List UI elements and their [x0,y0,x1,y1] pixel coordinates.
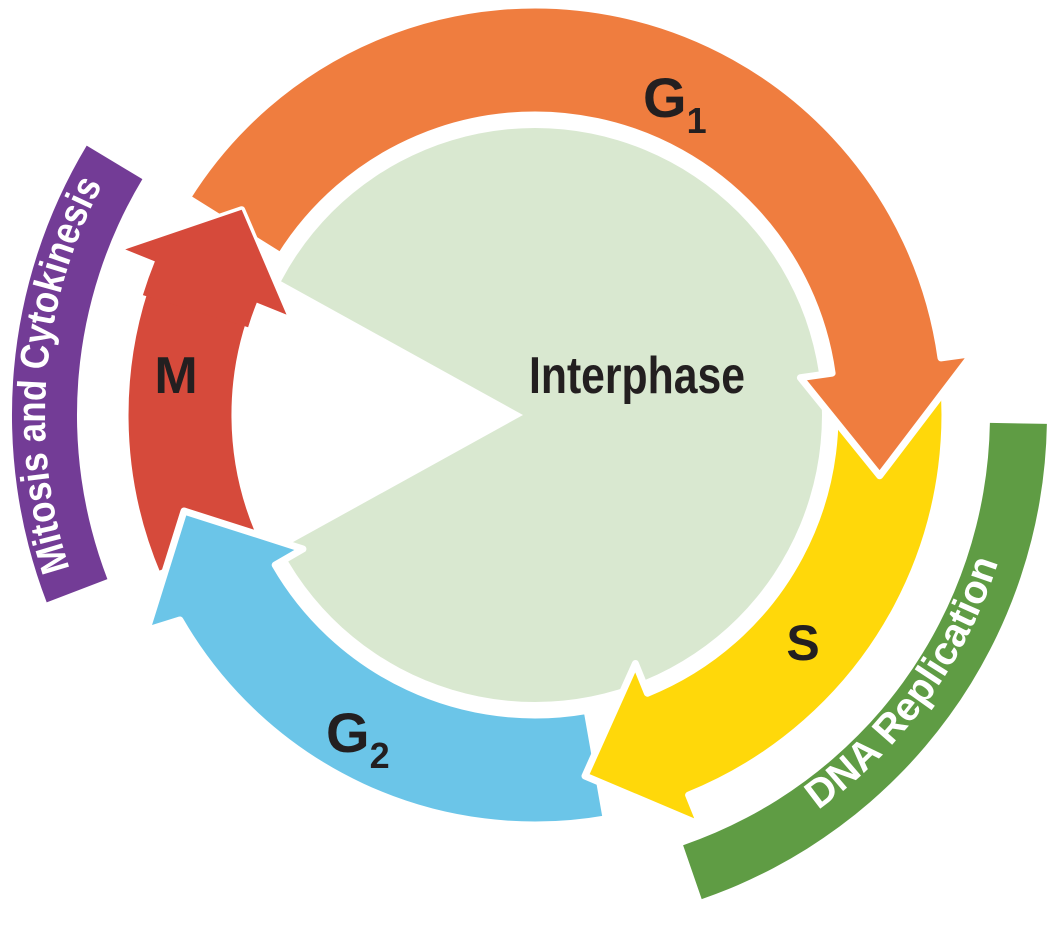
interphase-wedge-notch [228,252,523,578]
s-label: S [786,615,819,671]
g1-label: G1 [643,66,707,141]
g2-label-subscript: 2 [370,735,390,776]
outer-band-mitosis [11,145,143,603]
interphase-circle [248,128,822,702]
phase-arrow-m-head [125,209,287,328]
phase-arrow-s [581,326,949,829]
m-label: M [154,347,197,405]
phase-arrow-g2 [143,507,610,829]
interphase-label: Interphase [529,347,745,405]
g1-label-subscript: 1 [687,100,707,141]
phase-arrow-g1 [183,1,977,480]
g2-label: G2 [326,701,390,776]
outer-band-dna [683,422,1047,900]
g2-label-main: G [326,701,370,764]
g1-label-main: G [643,66,687,129]
